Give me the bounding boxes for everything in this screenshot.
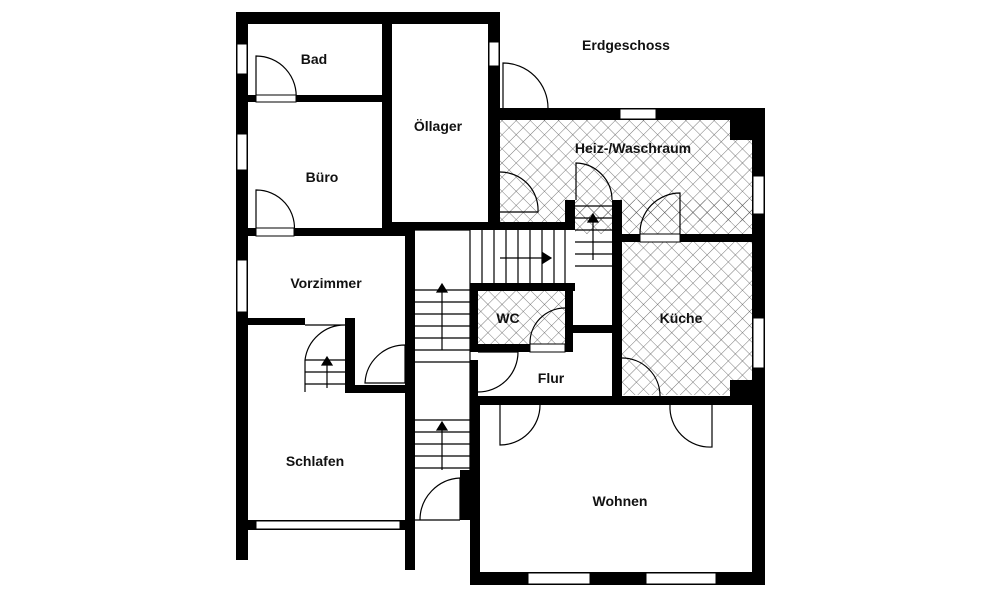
room-label-oellager: Öllager <box>414 118 463 134</box>
room-label-schlafen: Schlafen <box>286 453 344 469</box>
floor-title: Erdgeschoss <box>582 37 670 53</box>
room-label-vorzimmer: Vorzimmer <box>290 275 362 291</box>
windows <box>236 41 765 585</box>
doors <box>255 55 713 521</box>
room-label-wc: WC <box>496 310 519 326</box>
room-label-buero: Büro <box>306 169 339 185</box>
room-label-heiz-waschraum: Heiz-/Waschraum <box>575 140 691 156</box>
room-label-kueche: Küche <box>660 310 703 326</box>
stairs <box>304 205 612 521</box>
room-label-bad: Bad <box>301 51 327 67</box>
room-label-wohnen: Wohnen <box>593 493 648 509</box>
room-label-flur: Flur <box>538 370 565 386</box>
tiled-areas <box>478 120 752 395</box>
